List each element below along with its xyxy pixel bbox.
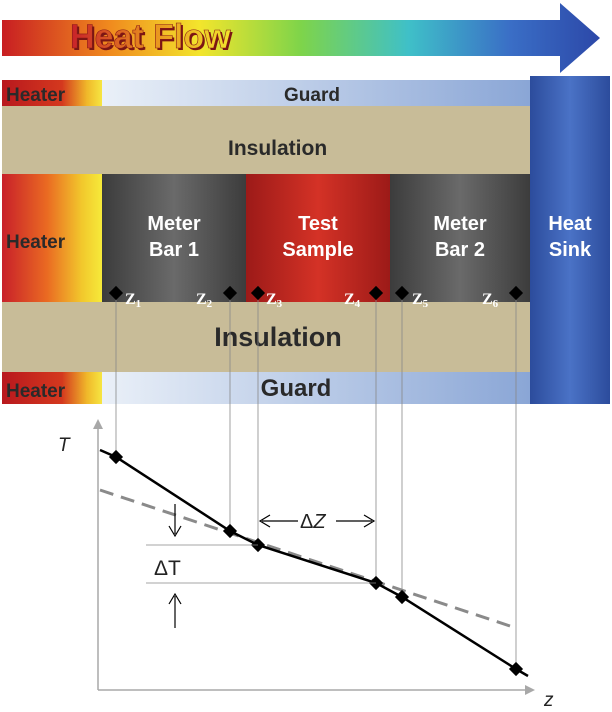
probes: Z1 Z2 Z3 Z4 Z5 Z6 (108, 285, 524, 310)
probe-z5-marker (394, 285, 410, 301)
banner-title-shadow: Heat Flow (72, 20, 233, 58)
probe-z1-marker (108, 285, 124, 301)
delta-t-label: ΔT (154, 557, 181, 580)
delta-z-right-arrow-icon (363, 514, 376, 528)
probe-z3-marker (250, 285, 266, 301)
probe-z1-label: Z1 (125, 291, 141, 310)
delta-z-annotation: ΔZ (258, 511, 376, 533)
heat-flow-banner: Heat Flow Heat Flow (2, 3, 600, 73)
probe-z3-label: Z3 (266, 291, 283, 310)
insulation-bottom-label: Insulation (214, 322, 342, 352)
meter-bar-1-label-line1: Meter (147, 213, 201, 235)
banner-title: Heat Flow (70, 18, 231, 56)
test-sample (246, 174, 390, 302)
heater-top-label: Heater (6, 85, 66, 106)
delta-t-annotation: ΔT (146, 504, 376, 628)
probe-z6-marker (508, 285, 524, 301)
meter-bar-2 (390, 174, 530, 302)
insulation-top (2, 106, 530, 174)
heat-sink (530, 76, 610, 404)
graph-axes: T z (58, 419, 554, 711)
test-sample-label-line2: Sample (282, 239, 353, 261)
meter-bar-1 (102, 174, 246, 302)
guard-top (102, 80, 530, 106)
probe-projection-lines (115, 293, 517, 669)
probe-z2-label: Z2 (196, 291, 213, 310)
temperature-point-z2 (222, 523, 238, 539)
temperature-point-z6 (508, 661, 524, 677)
guard-bottom (102, 372, 530, 404)
insulation-bottom (2, 302, 530, 372)
x-axis-label: z (543, 690, 554, 711)
probe-z4-label: Z4 (344, 291, 361, 310)
probe-z6-label: Z6 (482, 291, 499, 310)
heater-main (2, 174, 102, 302)
temperature-point-z1 (108, 449, 124, 465)
probe-z4-marker (368, 285, 384, 301)
heater-top-strip (2, 80, 102, 106)
guard-bottom-label: Guard (261, 375, 332, 402)
heater-bottom-strip (2, 372, 102, 404)
y-axis-label: T (58, 435, 71, 456)
heat-flow-arrow-icon (2, 3, 600, 73)
delta-z-left-arrow-icon (258, 514, 271, 528)
heat-sink-label-line1: Heat (548, 213, 592, 235)
sample-slope-dashed-line (99, 488, 511, 628)
temperature-profile-line (99, 448, 529, 678)
test-sample-label-line1: Test (298, 213, 338, 235)
delta-t-bottom-arrow-icon (168, 592, 182, 605)
meter-bar-2-label-line2: Bar 2 (435, 239, 485, 261)
probe-z5-label: Z5 (412, 291, 429, 310)
meter-bar-2-label-line1: Meter (433, 213, 487, 235)
heater-bottom-label: Heater (6, 381, 66, 402)
delta-z-label: ΔZ (300, 511, 326, 533)
meter-bar-1-label-line2: Bar 1 (149, 239, 199, 261)
probe-z2-marker (222, 285, 238, 301)
insulation-top-label: Insulation (228, 137, 327, 160)
guard-top-label: Guard (284, 85, 340, 106)
delta-t-top-arrow-icon (168, 525, 182, 538)
temperature-point-z5 (394, 589, 410, 605)
heat-sink-label-line2: Sink (549, 239, 592, 261)
heater-main-label: Heater (6, 232, 66, 253)
